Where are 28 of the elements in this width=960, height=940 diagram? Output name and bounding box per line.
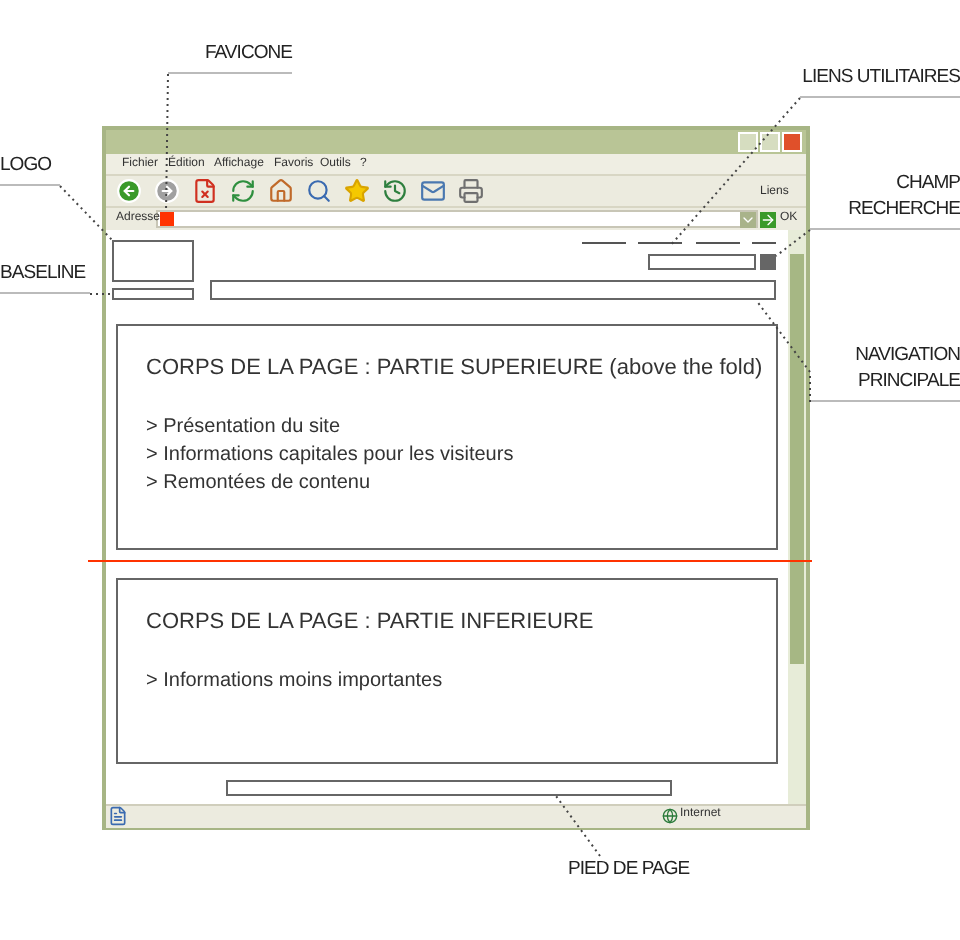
callout-label: CHAMP RECHERCHE <box>810 164 960 230</box>
leader-line <box>775 229 811 257</box>
favicon <box>160 212 174 226</box>
placeholder-box <box>210 280 776 300</box>
callout-label: NAVIGATION PRINCIPALE <box>810 336 960 402</box>
list-item: > Informations capitales pour les visiteurs <box>146 442 514 470</box>
block-heading: CORPS DE LA PAGE : PARTIE INFERIEURE <box>146 608 594 636</box>
callout-label: LIENS UTILITAIRES <box>800 32 960 98</box>
list-item: > Présentation du site <box>146 414 341 442</box>
placeholder-box <box>226 780 672 796</box>
leader-line <box>755 299 811 403</box>
list-item: > Informations moins importantes <box>146 668 443 696</box>
callout-label: FAVICONE <box>168 36 292 74</box>
leader-line <box>89 293 113 295</box>
content-block <box>116 324 778 550</box>
callout-label: BASELINE <box>0 264 90 294</box>
leader-line <box>165 73 169 213</box>
leader-line <box>669 97 801 247</box>
leader-line <box>59 185 115 243</box>
placeholder-box <box>112 240 194 282</box>
leader-line <box>555 795 601 857</box>
callout-label: LOGO <box>0 152 60 186</box>
utility-links <box>582 238 776 246</box>
placeholder-box <box>112 288 194 300</box>
callout-label: PIED DE PAGE <box>568 856 728 888</box>
block-heading: CORPS DE LA PAGE : PARTIE SUPERIEURE (above the fold) <box>146 354 763 382</box>
list-item: > Remontées de contenu <box>146 470 371 498</box>
content-block <box>116 578 778 764</box>
